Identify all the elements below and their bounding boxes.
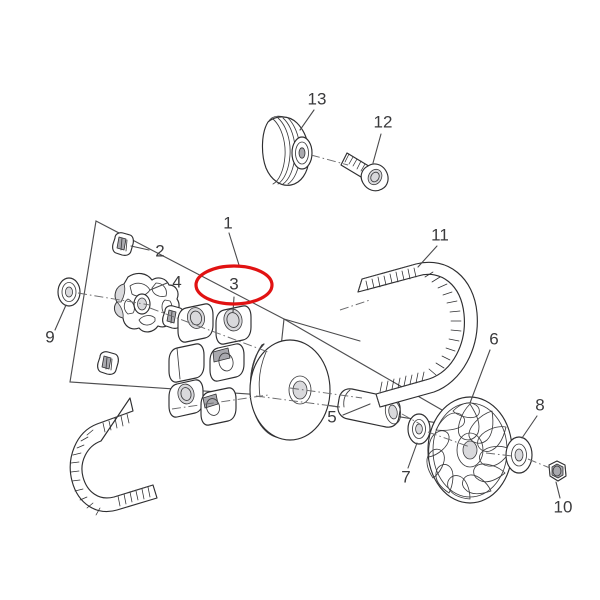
part-hex-nut [548,460,567,482]
part-cooling-fan-impeller [426,396,513,504]
callout-label-6: 6 [489,329,498,348]
axis-lines [77,292,551,469]
callout-label-9: 9 [45,327,54,346]
part-variator-pulley-half [249,339,331,441]
axis-line-top [310,154,349,166]
callout-label-5: 5 [327,407,336,426]
part-drive-belt-lower [69,397,158,516]
callout-label-4: 4 [172,272,181,291]
roller-weight-b [177,303,214,343]
part-roller-weights [168,303,252,426]
callout-label-10: 10 [554,497,573,516]
part-washer-left [57,277,81,307]
roller-weight-c [168,343,205,383]
callout-label-11: 11 [431,225,449,244]
callout-label-8: 8 [535,395,544,414]
part-washer-outer [505,436,533,474]
roller-weight-d [209,343,245,382]
roller-weight-f [200,387,237,426]
part-tensioner-roller-pulley [261,115,313,186]
part-slider-guide-block-lower [97,351,119,375]
highlight-ellipse-part-3 [194,264,274,306]
callout-label-3: 3 [229,274,238,293]
callout-label-1: 1 [223,213,232,232]
leader-lines [54,109,561,499]
callout-label-2: 2 [155,241,164,260]
callout-label-7: 7 [401,467,410,486]
part-washer-inner [407,413,431,445]
part-flange-bolt [340,152,389,192]
part-slider-guide-block-upper [112,232,134,256]
callout-label-12: 12 [374,112,393,131]
roller-weight-e [168,379,204,418]
roller-weight-a [215,305,252,345]
callout-label-13: 13 [308,89,327,108]
part-drive-belt-upper [357,261,478,408]
